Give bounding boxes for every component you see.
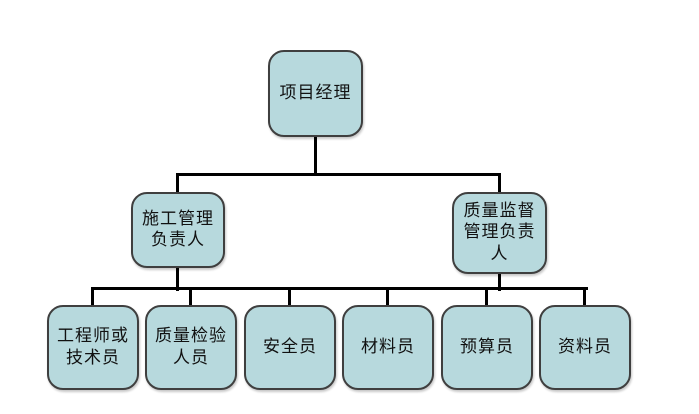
connector-level2-drop-left — [176, 173, 179, 192]
connector-level3-drop-1 — [91, 287, 94, 305]
node-material-officer-label: 材料员 — [361, 336, 415, 357]
node-document-officer: 资料员 — [539, 305, 631, 390]
connector-level3-rail — [92, 287, 588, 290]
node-construction-management-leader-label: 施工管理 负责人 — [142, 208, 214, 250]
node-document-officer-label: 资料员 — [558, 336, 612, 357]
connector-left-manager-stem — [176, 268, 179, 291]
connector-level2-rail — [176, 173, 501, 176]
connector-root-stem — [314, 137, 317, 176]
node-project-manager-label: 项目经理 — [279, 82, 352, 103]
node-quality-supervision-management-leader: 质量监督 管理负责 人 — [452, 192, 547, 274]
node-budget-officer-label: 预算员 — [460, 336, 514, 357]
node-safety-officer-label: 安全员 — [263, 336, 317, 357]
node-project-manager: 项目经理 — [268, 50, 363, 137]
node-safety-officer: 安全员 — [244, 305, 336, 390]
connector-level3-drop-6 — [583, 287, 586, 305]
node-budget-officer: 预算员 — [441, 305, 533, 390]
node-quality-inspection-staff-label: 质量检验 人员 — [155, 326, 227, 368]
connector-level3-drop-3 — [288, 287, 291, 305]
node-quality-supervision-management-leader-label: 质量监督 管理负责 人 — [463, 201, 536, 264]
connector-level3-drop-2 — [189, 287, 192, 305]
node-construction-management-leader: 施工管理 负责人 — [131, 192, 225, 268]
node-engineer-or-technician-label: 工程师或 技术员 — [57, 326, 129, 368]
node-quality-inspection-staff: 质量检验 人员 — [145, 305, 237, 390]
connector-level3-drop-5 — [485, 287, 488, 305]
connector-level2-drop-right — [498, 173, 501, 192]
node-material-officer: 材料员 — [342, 305, 434, 390]
connector-level3-drop-4 — [386, 287, 389, 305]
node-engineer-or-technician: 工程师或 技术员 — [47, 305, 139, 390]
connector-right-manager-stem — [498, 274, 501, 291]
